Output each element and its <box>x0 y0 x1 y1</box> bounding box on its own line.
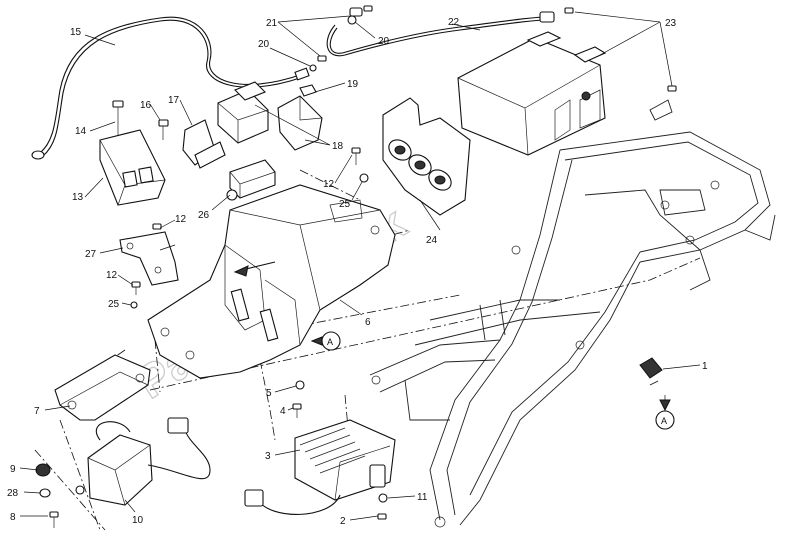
battery-cable-22 <box>326 7 555 57</box>
callout-28: 28 <box>7 488 19 499</box>
callout-22: 22 <box>448 17 460 28</box>
callout-2: 2 <box>340 516 346 527</box>
callout-25-top: 25 <box>339 199 351 210</box>
callout-1: 1 <box>702 361 708 372</box>
callout-5: 5 <box>266 388 272 399</box>
callout-12-left: 12 <box>175 214 187 225</box>
callout-13: 13 <box>72 192 84 203</box>
callout-25-lower: 25 <box>108 299 120 310</box>
callout-15: 15 <box>70 27 82 38</box>
callout-20-left: 20 <box>258 39 270 50</box>
battery-23 <box>457 31 607 156</box>
wiring-harness-10 <box>75 417 211 506</box>
reference-letter-a-1: A <box>327 337 333 347</box>
callout-11: 11 <box>417 492 428 503</box>
callout-21: 21 <box>266 18 278 29</box>
callout-23: 23 <box>665 18 677 29</box>
ground-cable-15 <box>31 16 310 160</box>
callout-3: 3 <box>265 451 271 462</box>
callout-labels: 1 2 3 4 5 6 7 8 9 10 11 12 12 12 13 14 1… <box>7 17 708 527</box>
callout-26: 26 <box>198 210 210 221</box>
lower-bracket-7 <box>54 354 151 421</box>
bracket-27 <box>119 223 179 286</box>
reference-letter-a-2: A <box>661 416 667 426</box>
callout-8: 8 <box>10 512 16 523</box>
callout-10: 10 <box>132 515 144 526</box>
callout-14: 14 <box>75 126 87 137</box>
grommet-set <box>35 463 59 528</box>
callout-12-top: 12 <box>323 179 335 190</box>
clip-1 <box>639 357 663 379</box>
callout-24: 24 <box>426 235 438 246</box>
callout-12-lower: 12 <box>106 270 118 281</box>
battery-tray-6 <box>147 184 396 379</box>
callout-20-right: 20 <box>378 36 390 47</box>
rear-subframe <box>369 99 776 528</box>
relay-bracket-17 <box>158 119 226 169</box>
callout-16: 16 <box>140 100 152 111</box>
mid-screws <box>130 147 369 309</box>
callout-17: 17 <box>168 95 180 106</box>
battery-holder-24 <box>382 97 471 216</box>
leader-lines <box>19 11 701 521</box>
fuse-holder-26 <box>226 159 276 201</box>
callout-27: 27 <box>85 249 97 260</box>
callout-18: 18 <box>332 141 344 152</box>
callout-9: 9 <box>10 464 16 475</box>
terminal-bolts <box>309 5 677 92</box>
callout-7: 7 <box>34 406 40 417</box>
callout-4: 4 <box>280 406 286 417</box>
callout-19: 19 <box>347 79 359 90</box>
small-fasteners <box>292 380 388 520</box>
control-module-13 <box>99 100 166 206</box>
voltage-regulator-3 <box>244 419 396 515</box>
callout-6: 6 <box>365 317 371 328</box>
reference-marker-a: A A <box>233 261 675 430</box>
starter-relay-18 <box>217 81 323 151</box>
